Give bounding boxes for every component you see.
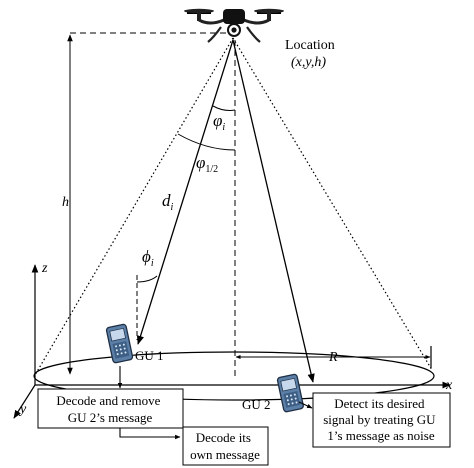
drone-icon: [184, 8, 284, 43]
phone-icon: [105, 323, 134, 364]
gu1-label: GU 1: [135, 348, 164, 363]
y-axis-label: y: [18, 402, 27, 417]
decode-own-box: [182, 426, 269, 466]
box-to-own-arrow: [119, 428, 181, 440]
gu2-label: GU 2: [242, 397, 271, 412]
y-axis: [13, 384, 36, 419]
d-i-label: di: [162, 191, 174, 213]
detect-text: Detect its desired signal by treating GU…: [323, 396, 439, 443]
height-label: h: [62, 195, 69, 210]
beam-to-gu2: [232, 39, 315, 383]
phi-i-label: ϕi: [142, 247, 154, 269]
angle-arc-varphi-half: [177, 133, 236, 151]
phone-icon: [276, 373, 304, 413]
decode-own-text: Decode its own message: [190, 430, 260, 462]
decode-remove-text: Decode and remove GU 2’s message: [56, 393, 163, 425]
gu2-to-box-arrow: [298, 401, 313, 409]
cone-left-boundary: [34, 37, 234, 376]
cone-right-boundary: [232, 37, 433, 371]
varphi-half-label: φ1/2: [196, 153, 218, 175]
location-coords: (x,y,h): [291, 55, 326, 70]
angle-arc-varphi-i: [212, 105, 236, 111]
angle-arc-phi-i: [136, 275, 158, 283]
location-title: Location: [285, 38, 335, 53]
x-axis-label: x: [445, 378, 453, 393]
z-axis-label: z: [41, 261, 48, 276]
decode-remove-box: [37, 388, 184, 429]
coverage-ellipse: [33, 351, 435, 401]
detect-box: [312, 392, 451, 448]
radius-label: R: [328, 350, 338, 365]
beam-to-gu1: [136, 39, 234, 345]
varphi-i-label: φi: [213, 111, 225, 133]
